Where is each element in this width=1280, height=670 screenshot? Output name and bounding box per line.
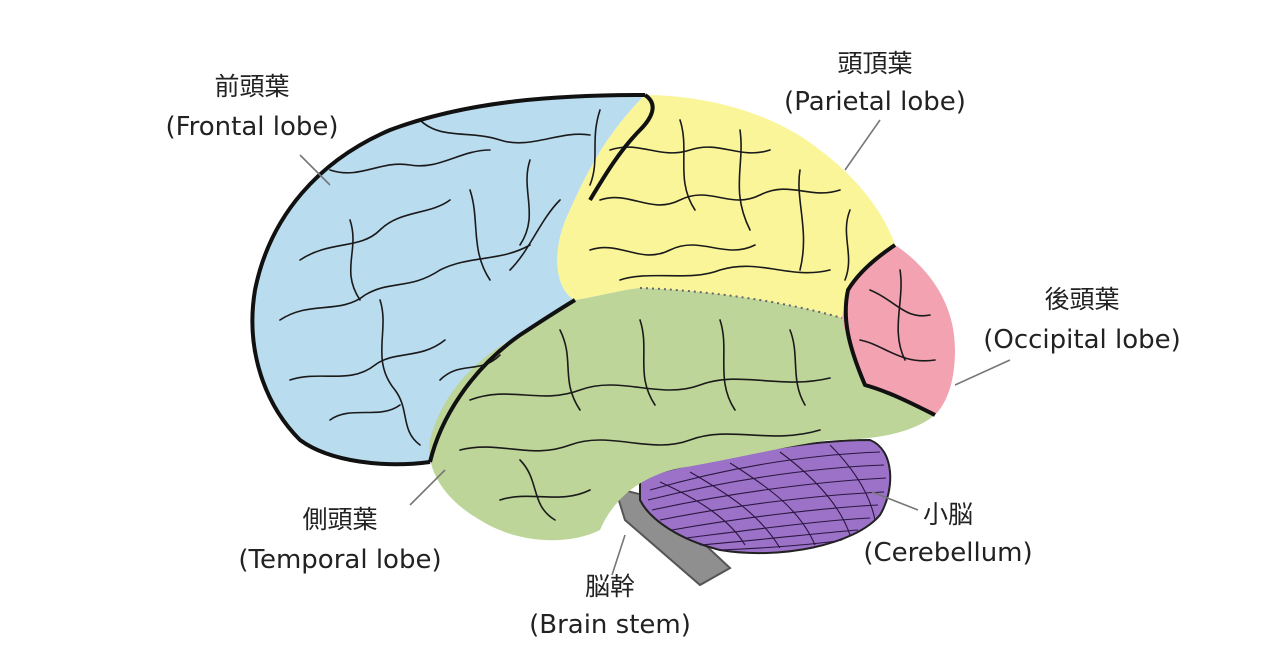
occipital-gyri (859, 269, 936, 362)
temporal-label-jp: 側頭葉 (302, 505, 377, 534)
frontal-label-en: (Frontal lobe) (165, 112, 338, 142)
temporal-leader-line (409, 469, 446, 506)
parietal-label-en: (Parietal lobe) (784, 87, 966, 117)
occipital-label-en: (Occipital lobe) (983, 325, 1181, 355)
parieto-occipital-outline (843, 243, 936, 417)
occipital-leader-line (954, 359, 1011, 386)
cerebellum-label-en: (Cerebellum) (863, 538, 1032, 568)
central-sulcus-outline (588, 93, 655, 202)
temporal-lobe-region (429, 288, 935, 541)
brainstem-leader-line (611, 534, 626, 576)
parietal-label-jp: 頭頂葉 (837, 49, 912, 78)
parietal-lobe-region (557, 95, 895, 318)
temporal-gyri (459, 319, 831, 521)
parietal-gyri (589, 119, 851, 281)
frontal-label-jp: 前頭葉 (214, 72, 289, 101)
brainstem-label-jp: 脳幹 (585, 572, 635, 601)
occipital-label-jp: 後頭葉 (1044, 285, 1119, 314)
cerebellum-folia (647, 444, 887, 551)
lateral-sulcus-outline (428, 298, 577, 463)
cerebellum-label-jp: 小脳 (923, 500, 973, 529)
frontal-leader-line (299, 154, 331, 186)
parietal-leader-line (844, 119, 881, 171)
brainstem-label-en: (Brain stem) (529, 610, 691, 640)
parietal-temporal-dotted-boundary (639, 287, 843, 319)
temporal-label-en: (Temporal lobe) (238, 545, 441, 575)
cerebellum-leader-line (871, 491, 919, 511)
frontal-gyri (279, 109, 601, 446)
brain-outer-outline (250, 93, 646, 467)
frontal-lobe-region (252, 95, 645, 465)
